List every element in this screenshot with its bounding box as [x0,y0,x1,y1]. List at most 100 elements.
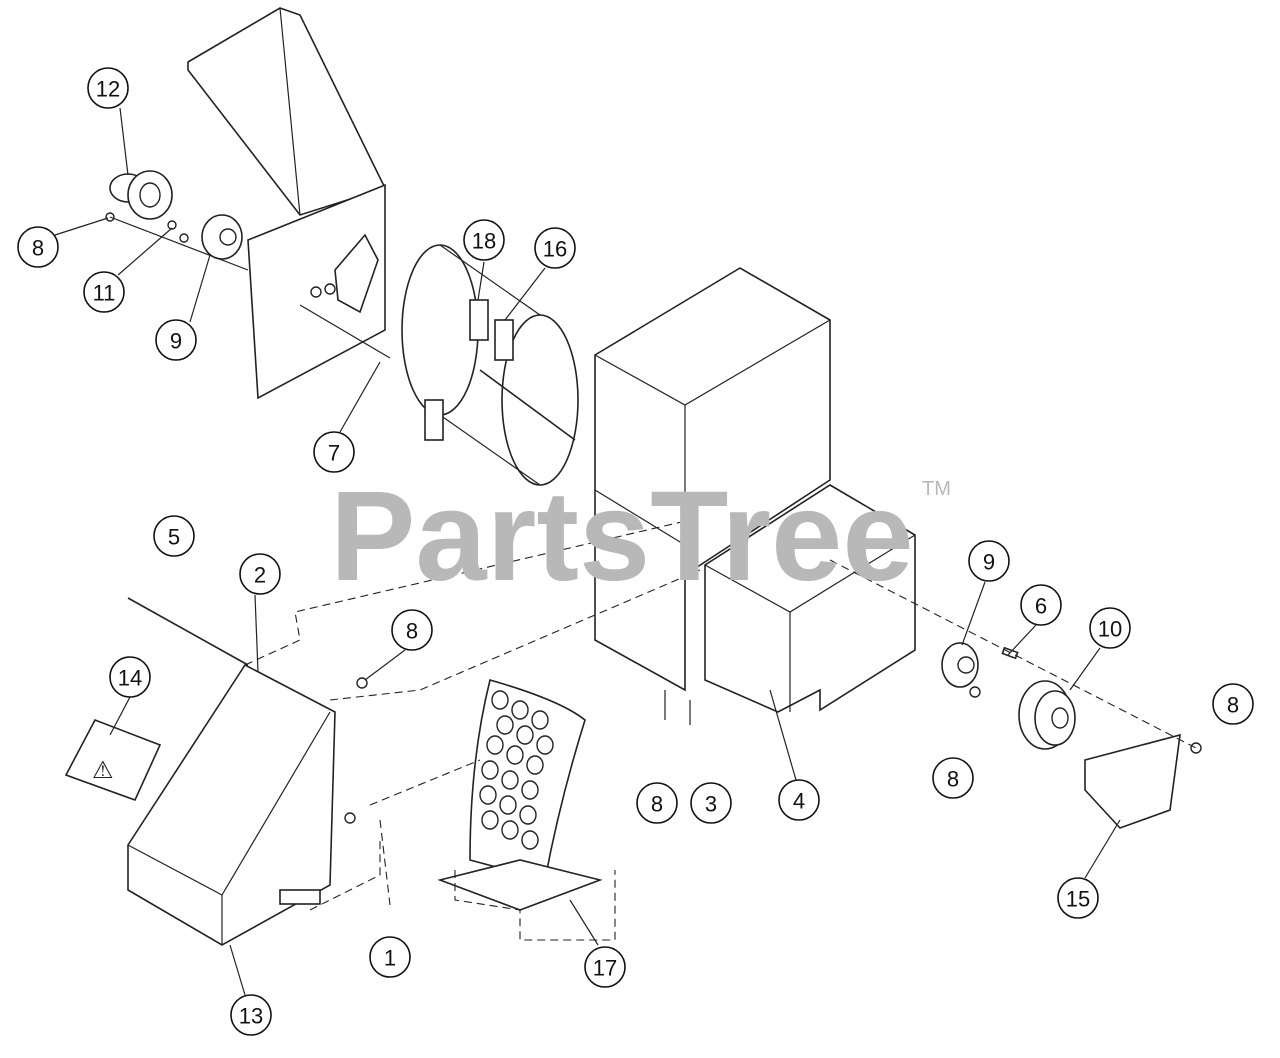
screen-hole [491,690,509,710]
leader-line [504,267,546,321]
callout-number: 3 [705,792,717,817]
screen-hole [481,760,499,780]
leader-line [569,899,599,946]
callout-circle [584,946,626,988]
screen-hole [511,700,529,720]
screen-hole [501,820,519,840]
part-callout-15[interactable]: 15 [1057,877,1099,919]
part-callout-8[interactable]: 8 [17,226,59,268]
part-callout-6[interactable]: 6 [1020,584,1062,626]
callout-number: 18 [472,229,496,254]
callout-number: 10 [1098,617,1122,642]
callout-number: 17 [593,956,617,981]
leader-line [1069,647,1101,691]
part-callout-8[interactable]: 8 [1212,683,1254,725]
callout-layer: 12 8 11 9 18 16 7 5 2 8 14 8 3 4 9 6 10 8 8 15 1 17 13 [17,67,1254,1036]
screen-hole [526,755,544,775]
callout-number: 7 [328,441,340,466]
callout-number: 14 [118,666,142,691]
part-callout-7[interactable]: 7 [313,431,355,473]
callout-circle [87,67,129,109]
part-callout-5[interactable]: 5 [153,515,195,557]
part-callout-16[interactable]: 16 [534,227,576,269]
bearing-9-right [941,642,979,688]
callout-circle [1089,607,1131,649]
callout-number: 8 [651,792,663,817]
screen-hole [519,805,537,825]
callout-number: 6 [1035,594,1047,619]
callout-circle [778,779,820,821]
part-callout-8[interactable]: 8 [391,609,433,651]
screen-hole [486,735,504,755]
callout-circle [230,994,272,1036]
part-callout-3[interactable]: 3 [690,782,732,824]
part-callout-17[interactable]: 17 [584,946,626,988]
decal-14: ⚠ [64,718,162,802]
part-callout-9[interactable]: 9 [968,540,1010,582]
screen-hole [521,780,539,800]
leader-line [769,689,797,781]
part-callout-4[interactable]: 4 [778,779,820,821]
svg-text:⚠: ⚠ [92,757,114,784]
callout-number: 8 [32,236,44,261]
part-callout-11[interactable]: 11 [83,271,125,313]
callout-number: 8 [406,619,418,644]
watermark: PartsTree TM [330,465,951,608]
callout-number: 11 [93,281,116,306]
part-callout-8[interactable]: 8 [636,782,678,824]
part-callout-14[interactable]: 14 [109,656,151,698]
callout-circle [1057,877,1099,919]
bearing-9-top [201,214,243,260]
screen-hole [501,770,519,790]
callout-number: 8 [1227,693,1239,718]
screen-hole [481,810,499,830]
callout-circle [17,226,59,268]
leader-line [189,254,211,323]
feed-chute [187,7,387,216]
part-callout-8[interactable]: 8 [932,757,974,799]
callout-circle [1212,683,1254,725]
pulley-10 [1018,680,1076,750]
screen-hole [506,745,524,765]
screen-hole [479,785,497,805]
leader-line [117,227,173,276]
callout-circle [313,431,355,473]
callout-number: 9 [983,550,995,575]
leader-line [54,217,109,236]
callout-circle [968,540,1010,582]
part-callout-1[interactable]: 1 [369,936,411,978]
callout-circle [932,757,974,799]
callout-circle [391,609,433,651]
part-callout-12[interactable]: 12 [87,67,129,109]
leader-line [254,594,259,673]
callout-circle [369,936,411,978]
part-callout-2[interactable]: 2 [239,553,281,595]
callout-number: 12 [96,77,120,102]
leader-line [961,581,986,646]
callout-circle [153,515,195,557]
leader-line [109,696,131,736]
screen-hole [499,795,517,815]
watermark-brand: PartsTree [330,465,914,608]
part-callout-10[interactable]: 10 [1089,607,1131,649]
leader-line [339,361,381,433]
belt-guard-15 [1084,733,1181,829]
part-callout-18[interactable]: 18 [463,219,505,261]
screen-hole [536,735,554,755]
callout-circle [534,227,576,269]
leader-line [229,944,246,996]
callout-number: 8 [947,767,959,792]
callout-circle [1020,584,1062,626]
part-callout-9[interactable]: 9 [155,319,197,361]
part-callout-13[interactable]: 13 [230,994,272,1036]
pulley-12 [109,170,173,220]
callout-circle [690,782,732,824]
callout-circle [239,553,281,595]
side-plate [247,183,386,400]
callout-circle [463,219,505,261]
callout-number: 15 [1066,887,1090,912]
callout-number: 1 [384,946,396,971]
callout-number: 2 [254,563,266,588]
rotor-assembly [401,244,579,486]
